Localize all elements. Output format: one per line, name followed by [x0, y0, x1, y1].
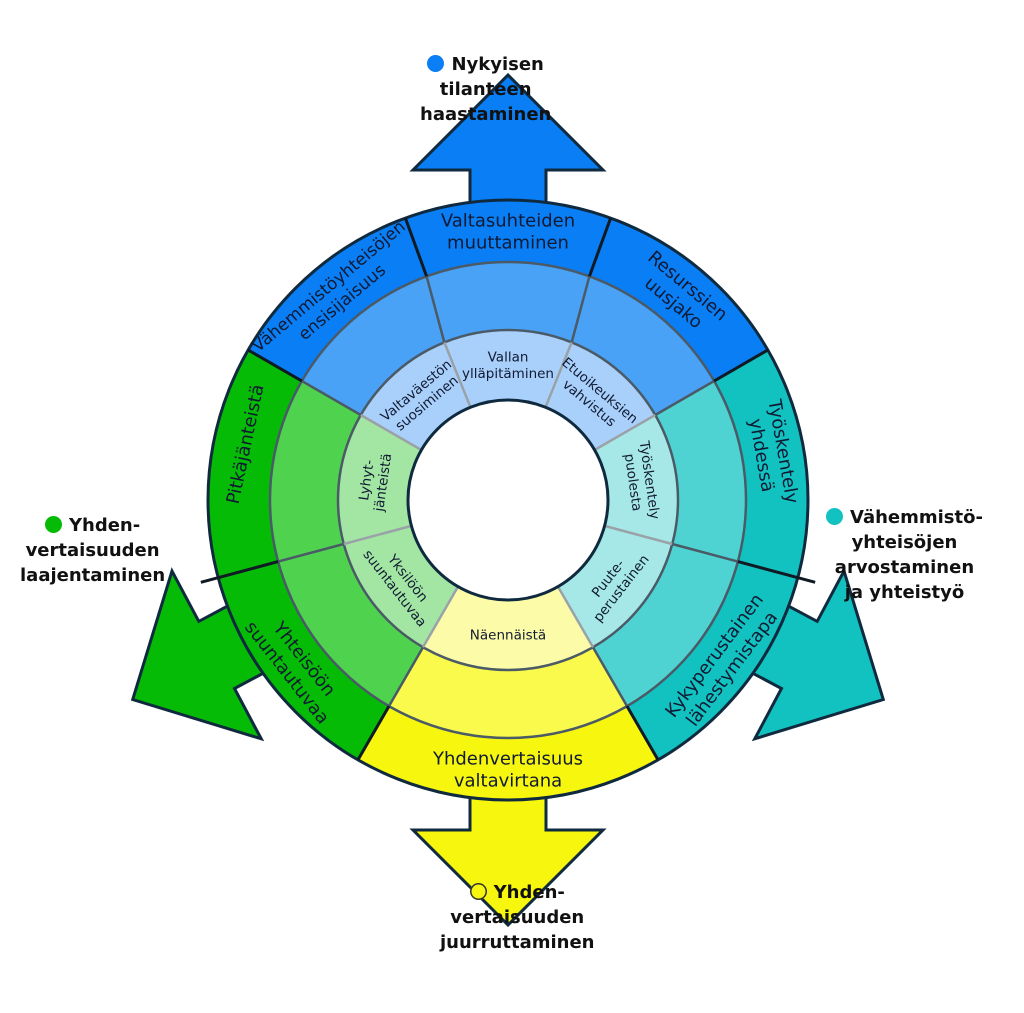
- inner-border: [336, 328, 680, 672]
- outer-sector-label-line: Yhdenvertaisuus: [432, 748, 583, 769]
- blue-dot-icon: [427, 55, 445, 72]
- group-divider-inner: [556, 585, 595, 648]
- inner-sub-divider: [343, 524, 412, 546]
- inner-sub-divider: [604, 524, 673, 546]
- inner-band-left: [338, 415, 458, 648]
- center-hole: [406, 398, 610, 602]
- middle-sub-divider: [671, 542, 739, 563]
- group-divider-middle: [591, 646, 629, 707]
- inner-sector-label-line: puolesta: [621, 453, 645, 513]
- direction-label-left: Yhden- vertaisuuden laajentaminen: [20, 515, 166, 586]
- green-dot-icon: [44, 516, 62, 533]
- inner-sub-divider: [443, 341, 472, 408]
- inner-band-top: [360, 330, 656, 450]
- yellow-dot-icon: [469, 883, 487, 900]
- group-divider-outer: [247, 348, 303, 383]
- inner-sector-label-line: ylläpitäminen: [462, 366, 554, 382]
- group-divider-inner: [593, 413, 656, 452]
- inner-sector-label-line: Lyhyt-: [356, 459, 378, 502]
- outer-sub-divider: [403, 217, 429, 277]
- inner-sector-label: Lyhyt-jänteistä: [356, 452, 395, 513]
- outer-band-top: [248, 200, 768, 381]
- inner-sub-divider: [544, 341, 573, 408]
- direction-label-right: Vähemmistö- yhteisöjen arvostaminen ja y…: [826, 505, 983, 605]
- wheel-rings: [206, 198, 810, 802]
- outer-sub-divider: [737, 560, 816, 584]
- group-divider-inner: [360, 413, 423, 452]
- middle-sub-divider: [277, 542, 345, 563]
- direction-label-top: Nykyisen tilanteen haastaminen: [420, 54, 552, 125]
- inner-sector-label-line: Näennäistä: [470, 628, 546, 644]
- outer-sector-label-line: Valtasuhteiden: [441, 210, 575, 231]
- middle-band-left: [270, 381, 423, 707]
- inner-sector-label: Näennäistä: [470, 628, 546, 644]
- inner-band-right: [558, 415, 678, 648]
- outer-sector-label-line: valtavirtana: [454, 770, 562, 791]
- outer-band-bottom: [358, 706, 658, 800]
- outer-sub-divider: [587, 217, 613, 277]
- group-divider-middle: [387, 646, 425, 707]
- group-divider-middle: [654, 379, 715, 417]
- middle-band-bottom: [389, 647, 627, 739]
- middle-sub-divider: [425, 276, 446, 343]
- outer-border: [206, 198, 810, 802]
- group-divider-outer: [713, 348, 769, 383]
- group-divider-outer: [625, 705, 660, 761]
- inner-band-bottom: [423, 586, 593, 670]
- inner-sector-label-line: Vallan: [488, 350, 529, 366]
- middle-border: [268, 260, 748, 740]
- middle-sub-divider: [570, 276, 591, 343]
- group-divider-middle: [301, 379, 362, 417]
- middle-band-top: [301, 262, 715, 415]
- direction-label-bottom: Yhden- vertaisuuden juurruttaminen: [440, 882, 595, 953]
- teal-dot-icon: [826, 508, 843, 525]
- group-divider-outer: [356, 705, 391, 761]
- outer-sub-divider: [200, 560, 279, 584]
- middle-band-right: [593, 381, 747, 707]
- group-divider-inner: [421, 585, 460, 648]
- outer-sector-label-line: muuttaminen: [447, 232, 569, 253]
- sector-dividers: [200, 217, 816, 761]
